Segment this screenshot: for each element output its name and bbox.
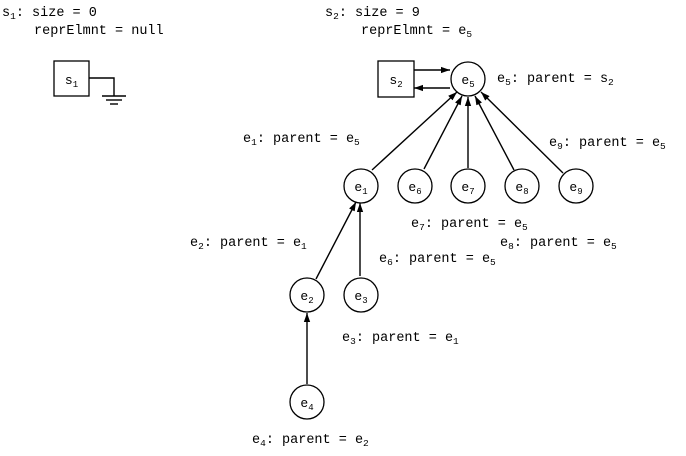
node-e3: e3	[343, 277, 379, 313]
svg-text:e8: e8	[515, 180, 528, 197]
node-e5: e5	[450, 61, 486, 97]
parent-label-e7: e7: parent = e5	[411, 217, 528, 233]
set-s1-size-text: s1: size = 0	[2, 6, 97, 22]
svg-text:e4: e4	[300, 396, 313, 413]
set-s1-box-label: s1	[65, 73, 78, 90]
svg-text:e3: e3	[354, 289, 367, 306]
svg-text:e2: e2	[300, 289, 313, 306]
edges	[303, 66, 564, 384]
parent-label-e3: e3: parent = e1	[342, 331, 459, 347]
edge-e2-to-e1	[315, 201, 357, 280]
node-e4: e4	[289, 384, 325, 420]
parent-label-e2: e2: parent = e1	[190, 236, 307, 252]
node-e1: e1	[343, 168, 379, 204]
parent-label-e8: e8: parent = e5	[500, 236, 617, 252]
node-e9: e9	[558, 168, 594, 204]
set-s1-repr-text: reprElmnt = null	[34, 24, 164, 39]
node-e6: e6	[397, 168, 433, 204]
parent-label-e5: e5: parent = s2	[497, 72, 614, 88]
svg-text:e5: e5	[461, 73, 474, 90]
edge-e8-to-e5	[474, 95, 515, 171]
edge-e6-to-e5	[423, 95, 463, 170]
set-s2-repr-text: reprElmnt = e5	[361, 24, 472, 40]
ground-icon	[89, 77, 126, 105]
set-s2-box	[377, 60, 415, 98]
set-s2-box-label: s2	[389, 73, 402, 90]
svg-text:e9: e9	[569, 180, 582, 197]
parent-label-e4: e4: parent = e2	[252, 433, 369, 449]
svg-text:e7: e7	[461, 180, 474, 197]
node-e8: e8	[504, 168, 540, 204]
parent-label-e1: e1: parent = e5	[243, 132, 360, 148]
set-s2-size-text: s2: size = 9	[325, 6, 420, 22]
edge-e9-to-e5	[480, 91, 564, 174]
node-e7: e7	[450, 168, 486, 204]
parent-label-e9: e9: parent = e5	[549, 136, 666, 152]
svg-text:e1: e1	[354, 180, 367, 197]
svg-text:e6: e6	[408, 180, 421, 197]
set-s1-box	[53, 60, 90, 97]
parent-label-e6: e6: parent = e5	[379, 252, 496, 268]
node-e2: e2	[289, 277, 325, 313]
edge-e1-to-e5	[371, 91, 458, 171]
